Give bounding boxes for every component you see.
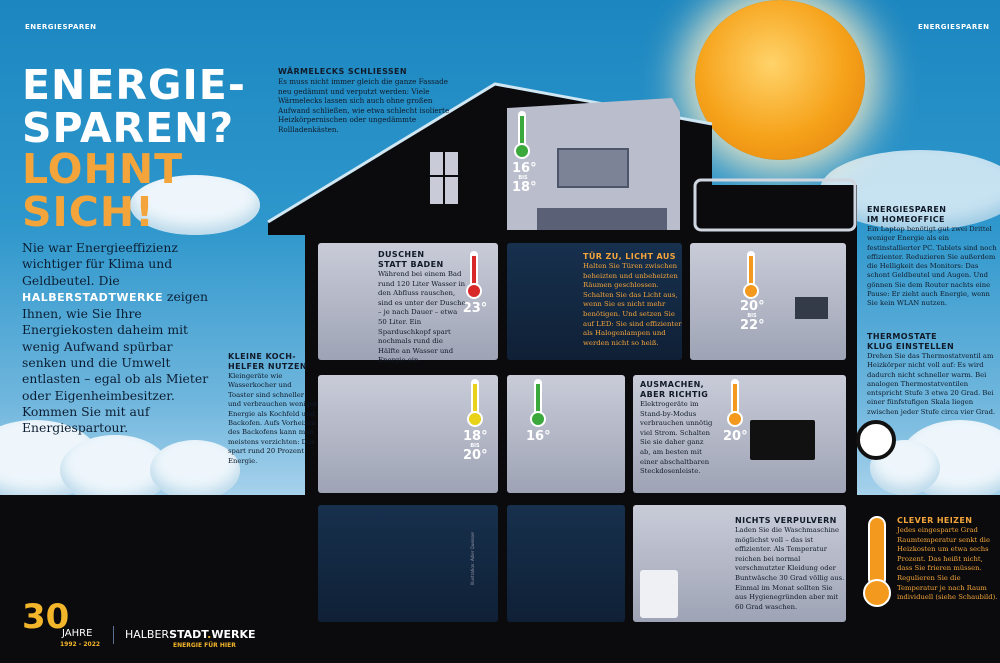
tip-kochhelfer: KLEINE KOCH- HELFER NUTZEN Kleingeräte w… — [228, 352, 318, 465]
tip-ausmachen: AUSMACHEN, ABER RICHTIG Elektrogeräte im… — [640, 380, 713, 476]
big-thermometer-icon — [863, 516, 891, 607]
hall-room — [507, 375, 625, 493]
temp-value: 16° — [526, 429, 551, 444]
tip-waermelecks: WÄRMELECKS SCHLIESSEN Es muss nicht imme… — [278, 67, 450, 134]
title-line: ENERGIE- — [22, 61, 246, 109]
thermostat-dial — [856, 420, 896, 460]
tip-verpulvern: NICHTS VERPULVERN Laden Sie die Waschmas… — [735, 516, 845, 611]
thermometer-icon — [514, 111, 530, 159]
temp-from: 18° — [463, 429, 488, 444]
temp-bis: BIS — [470, 443, 480, 449]
kitchen-room — [318, 375, 498, 493]
bathroom — [318, 243, 498, 360]
anniversary-label: JAHRE — [62, 628, 93, 639]
temp-bis: BIS — [518, 175, 528, 181]
divider — [113, 626, 114, 644]
picture-frame — [557, 148, 629, 188]
tip-clever-heizen: CLEVER HEIZEN Jedes eingesparte Grad Rau… — [897, 516, 998, 602]
cloud — [150, 440, 240, 500]
anniversary-years: 1992 - 2022 — [60, 641, 101, 648]
brand-highlight: HALBERSTADTWERKE — [22, 290, 163, 304]
temp-value: 23° — [462, 301, 488, 316]
thermometer-icon — [467, 379, 483, 427]
tv — [750, 420, 815, 460]
hallway-room — [507, 243, 682, 360]
illustration-credit: Illustration: Adler Queisser — [470, 531, 475, 585]
title-line: SICH! — [22, 188, 155, 236]
tip-tuer-zu: TÜR ZU, LICHT AUS Halten Sie Türen zwisc… — [583, 252, 682, 347]
tip-thermostate: THERMOSTATE KLUG EINSTELLEN Drehen Sie d… — [867, 332, 996, 416]
thermometer-icon — [743, 251, 759, 299]
temp-to: 18° — [512, 180, 537, 195]
temp-from: 16° — [512, 161, 537, 176]
section-tag: ENERGIESPAREN — [918, 23, 990, 31]
section-tag: ENERGIESPAREN — [25, 23, 97, 31]
temp-to: 20° — [463, 448, 488, 463]
intro-text: Nie war Energieeffizienz wichtiger für K… — [22, 240, 209, 436]
temp-value: 20° — [723, 429, 748, 444]
title-primary: ENERGIE- SPAREN? — [22, 64, 246, 150]
brand-logo: HALBERSTADT.WERKE — [125, 628, 256, 641]
basement-room — [318, 505, 498, 622]
washing-machine — [640, 570, 678, 618]
thermometer-icon — [727, 379, 743, 427]
tip-homeoffice: ENERGIESPAREN IM HOMEOFFICE Ein Laptop b… — [867, 205, 997, 308]
basement-room — [507, 505, 625, 622]
brand-tagline: ENERGIE FÜR HIER — [173, 642, 236, 649]
thermometer-icon — [530, 379, 546, 427]
anniversary-logo-number: 30 — [22, 597, 70, 637]
laptop — [795, 297, 828, 319]
title-line: LOHNT — [22, 145, 184, 193]
temp-bis: BIS — [747, 313, 757, 319]
cloud — [130, 175, 260, 235]
title-line: SPAREN? — [22, 104, 235, 152]
title-secondary: LOHNT SICH! — [22, 148, 183, 234]
temp-from: 20° — [740, 299, 765, 314]
thermometer-icon — [466, 251, 482, 299]
sun-illustration — [695, 0, 865, 160]
temp-to: 22° — [740, 318, 765, 333]
tip-duschen: DUSCHEN STATT BADEN Während bei einem Ba… — [378, 250, 466, 365]
bed — [537, 208, 667, 230]
